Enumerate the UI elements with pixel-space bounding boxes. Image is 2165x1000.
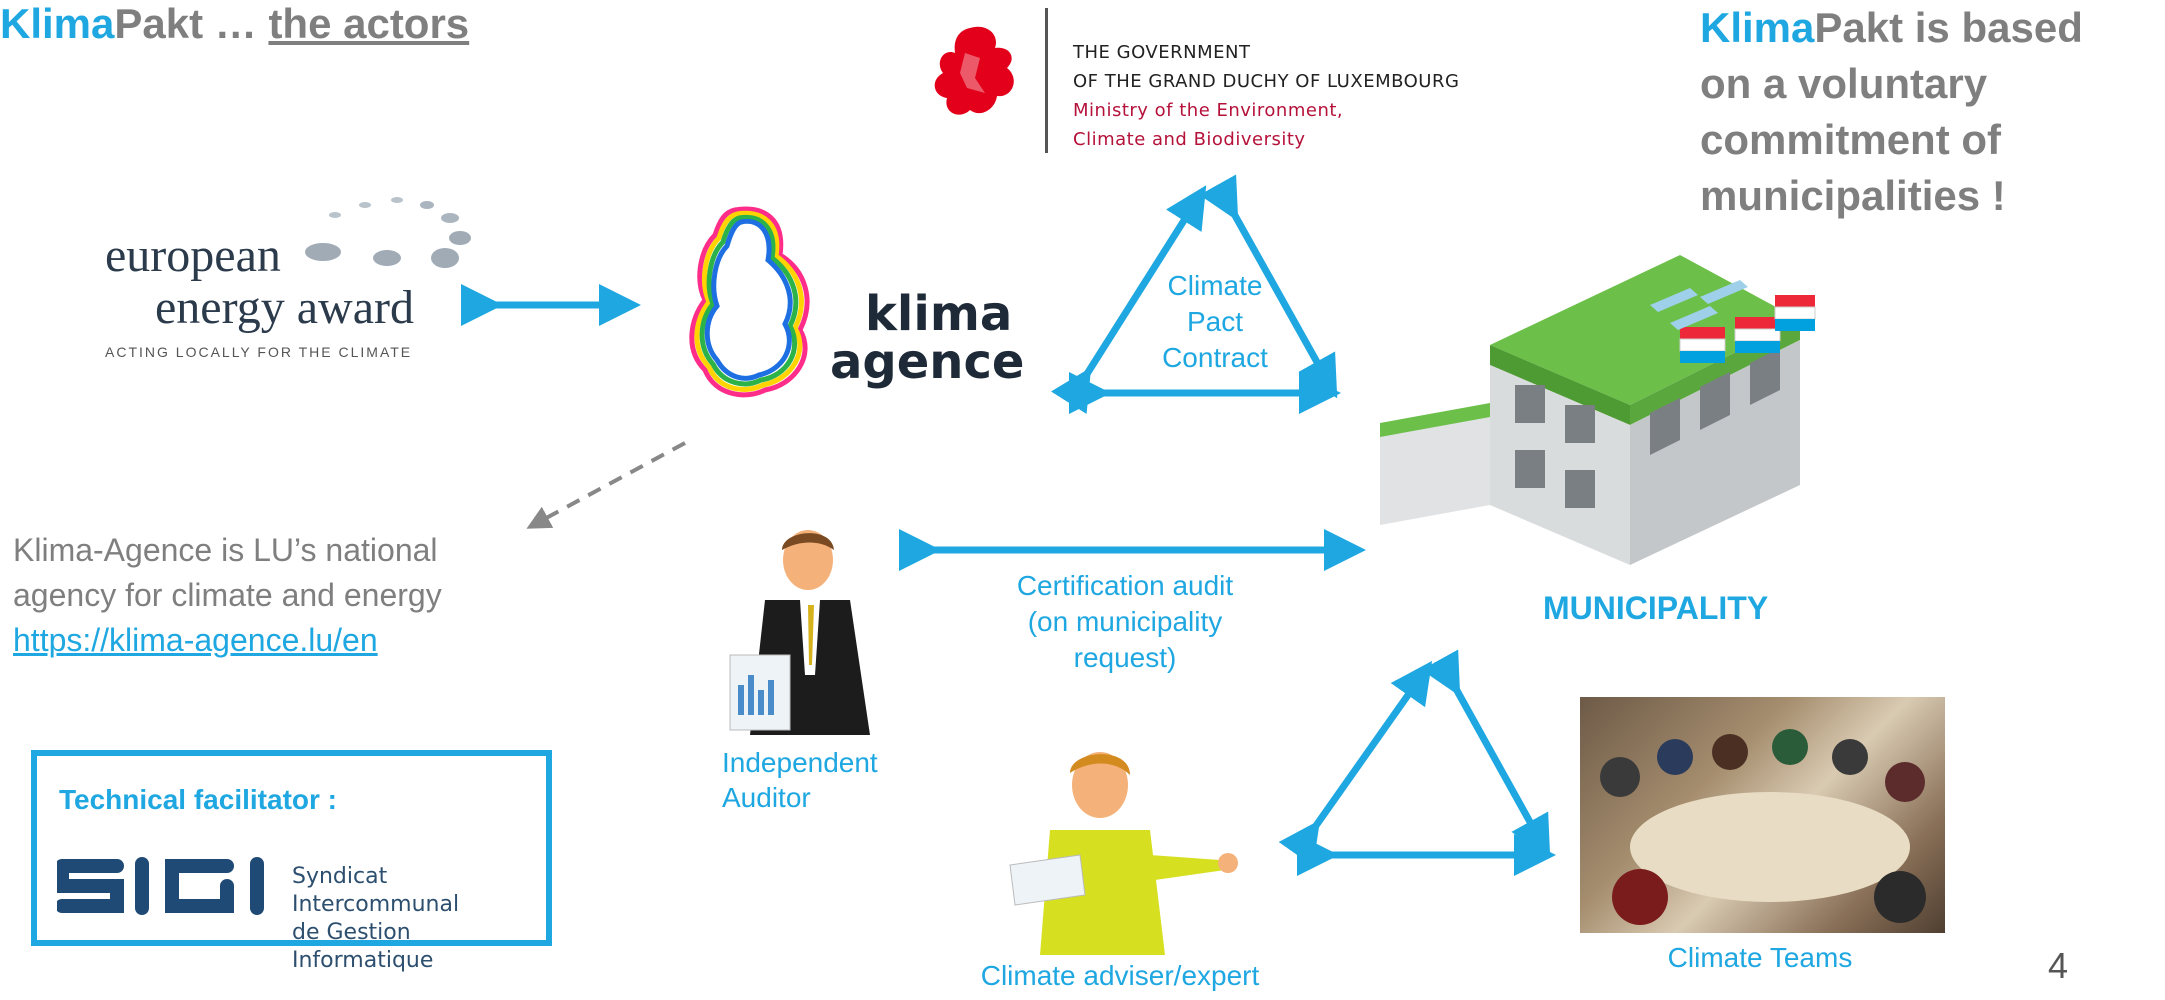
facilitator-title: Technical facilitator : [59, 784, 337, 815]
auditor-person-icon [729, 530, 870, 735]
auditor-line1: Independent [722, 747, 878, 778]
audit-label: Certification audit (on municipality req… [985, 568, 1265, 676]
eea-dots-icon [305, 197, 471, 268]
contract-label: Climate Pact Contract [1140, 268, 1290, 376]
tagline-line4: municipalities ! [1700, 172, 2006, 219]
gov-line4: Climate and Biodiversity [1073, 129, 1306, 150]
note-line1: Klima-Agence is LU’s national [13, 532, 438, 568]
facilitator-box: Technical facilitator : Syndicat Interco… [31, 750, 552, 973]
luxembourg-flags [1679, 295, 1816, 363]
eea-tagline: ACTING LOCALLY FOR THE CLIMATE [105, 344, 413, 360]
title-brand: Klima [0, 0, 115, 47]
audit-line1: Certification audit [1016, 570, 1234, 601]
slide-title: KlimaPakt … the actors [0, 0, 469, 48]
note-line2: agency for climate and energy [13, 577, 442, 613]
tagline-line1: Pakt is based [1814, 4, 2083, 51]
title-rest: Pakt … [114, 0, 269, 47]
page-number: 4 [2048, 945, 2069, 986]
tagline-line2: on a voluntary [1700, 60, 1988, 107]
klima-agence-note: Klima-Agence is LU’s national agency for… [13, 528, 442, 663]
note-dashed-arrow [526, 441, 686, 529]
adviser-label: Climate adviser/expert [980, 960, 1260, 991]
tagline: KlimaPakt is based on a voluntary commit… [1700, 0, 2083, 224]
sigi-sub1: Syndicat Intercommunal [292, 864, 460, 917]
government-logo-text: THE GOVERNMENT OF THE GRAND DUCHY OF LUX… [1073, 38, 1459, 154]
municipality-label: MUNICIPALITY [1543, 590, 1769, 626]
eea-line2: energy award [155, 281, 414, 334]
contract-line3: Contract [1162, 342, 1268, 373]
gov-line1: THE GOVERNMENT [1073, 42, 1251, 63]
luxembourg-lion-icon [934, 26, 1014, 115]
audit-line2: (on municipality [1027, 606, 1223, 637]
sigi-sub2: de Gestion Informatique [292, 920, 434, 973]
contract-line1: Climate [1167, 270, 1263, 301]
klima-word: klima [865, 286, 1013, 342]
title-link[interactable]: the actors [268, 0, 470, 47]
klima-agence-logo: klima agence [830, 290, 1024, 386]
climate-teams-label: Climate Teams [1667, 942, 1853, 973]
tagline-brand: Klima [1700, 4, 1815, 51]
adviser-right-arrow [1421, 649, 1551, 859]
klima-agence-link[interactable]: https://klima-agence.lu/en [13, 622, 378, 658]
luxembourg-outline-icon [689, 206, 810, 398]
climate-teams-photo [1580, 697, 1945, 933]
tagline-line3: commitment of [1700, 116, 2002, 163]
contract-right-arrow [1199, 174, 1338, 399]
gov-divider [1045, 8, 1048, 153]
gov-line3: Ministry of the Environment, [1073, 100, 1344, 121]
adviser-left-arrow [1278, 660, 1433, 867]
sigi-logo-icon [57, 857, 264, 915]
audit-line3: request) [1073, 642, 1177, 673]
agence-word: agence [830, 334, 1025, 390]
eea-logo: european energy award ACTING LOCALLY FOR… [105, 229, 414, 361]
auditor-label: Independent Auditor [722, 745, 878, 815]
gov-line2: OF THE GRAND DUCHY OF LUXEMBOURG [1073, 71, 1460, 92]
sigi-subtitle: Syndicat Intercommunal de Gestion Inform… [292, 863, 546, 975]
adviser-person-icon [1009, 752, 1238, 955]
auditor-line2: Auditor [722, 782, 811, 813]
contract-line2: Pact [1186, 306, 1244, 337]
municipality-building-icon [1380, 255, 1816, 565]
eea-line1: european [105, 229, 281, 282]
contract-left-arrow [1051, 185, 1207, 414]
